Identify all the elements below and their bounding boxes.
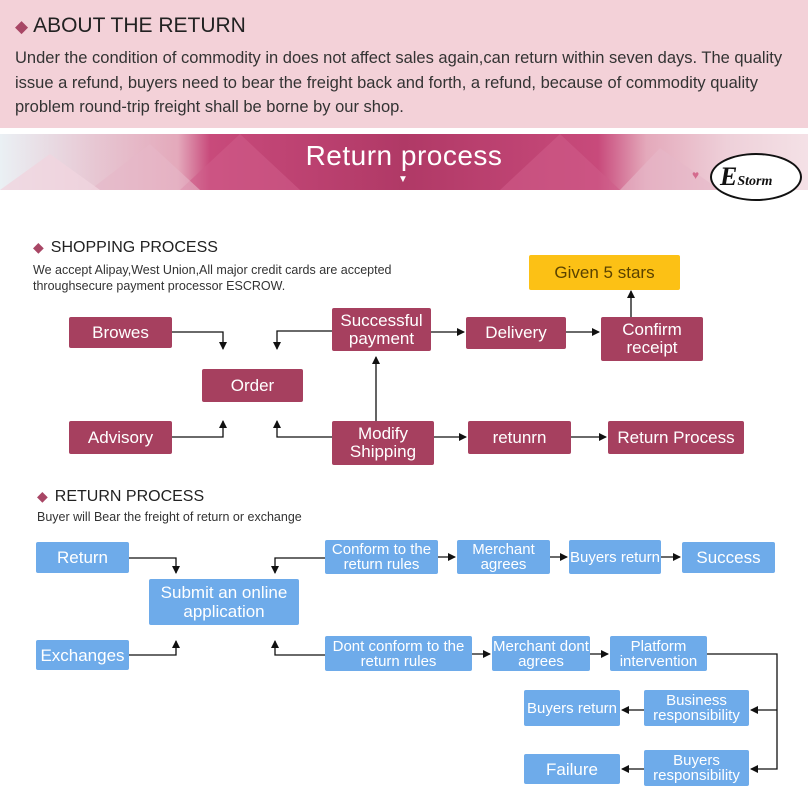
dont-conform-rules-box: Dont conform to the return rules [325, 636, 472, 671]
shopping-process-title-text: SHOPPING PROCESS [50, 239, 218, 256]
about-text: Under the condition of commodity in does… [15, 49, 783, 116]
diamond-bullet-icon: ◆ [33, 239, 44, 255]
buyers-return-mid-box: Buyers return [524, 690, 620, 726]
banner-decoration [0, 134, 720, 190]
failure-box: Failure [524, 754, 620, 784]
advisory-box: Advisory [69, 421, 172, 454]
logo-icon [710, 153, 802, 201]
about-section [0, 0, 808, 128]
diamond-bullet-icon: ◆ [37, 488, 48, 504]
success-box: Success [682, 542, 775, 573]
banner [0, 134, 808, 190]
logo-letter: E [720, 162, 738, 191]
browes-box: Browes [69, 317, 172, 348]
buyers-responsibility-box: Buyers responsibility [644, 750, 749, 786]
successful-payment-box: Successful payment [332, 308, 431, 351]
heart-icon: ♥ [692, 168, 700, 182]
merchant-agrees-box: Merchant agrees [457, 540, 550, 574]
banner-title: Return process [305, 140, 503, 171]
logo-word: Storm [737, 174, 773, 189]
conform-rules-box: Conform to the return rules [325, 540, 438, 574]
buyers-return-top-box: Buyers return [569, 540, 661, 574]
arrow-icon: ▼ [398, 174, 408, 185]
return-box: Return [36, 542, 129, 573]
confirm-receipt-box: Confirm receipt [601, 317, 703, 361]
return-process-title-text: RETURN PROCESS [54, 488, 205, 505]
order-box: Order [202, 369, 303, 402]
about-title-text: ABOUT THE RETURN [33, 14, 246, 37]
return-process-title: ◆ RETURN PROCESS [37, 488, 204, 506]
modify-shipping-box: Modify Shipping [332, 421, 434, 465]
business-responsibility-box: Business responsibility [644, 690, 749, 726]
logo-text: EStorm [720, 162, 772, 192]
shopping-process-title: ◆ SHOPPING PROCESS [33, 239, 218, 257]
shopping-process-desc: We accept Alipay,West Union,All major cr… [33, 263, 392, 293]
exchanges-box: Exchanges [36, 640, 129, 670]
return-process-desc: Buyer will Bear the freight of return or… [37, 510, 302, 524]
platform-intervention-box: Platform intervention [610, 636, 707, 671]
submit-application-box: Submit an online application [149, 579, 299, 625]
about-title: ◆ABOUT THE RETURN [15, 14, 246, 38]
given-stars-box: Given 5 stars [529, 255, 680, 290]
merchant-dont-agrees-box: Merchant dont agrees [492, 636, 590, 671]
diamond-bullet-icon: ◆ [15, 17, 29, 36]
delivery-box: Delivery [466, 317, 566, 349]
return-process-box: Return Process [608, 421, 744, 454]
retunrn-box: retunrn [468, 421, 571, 454]
